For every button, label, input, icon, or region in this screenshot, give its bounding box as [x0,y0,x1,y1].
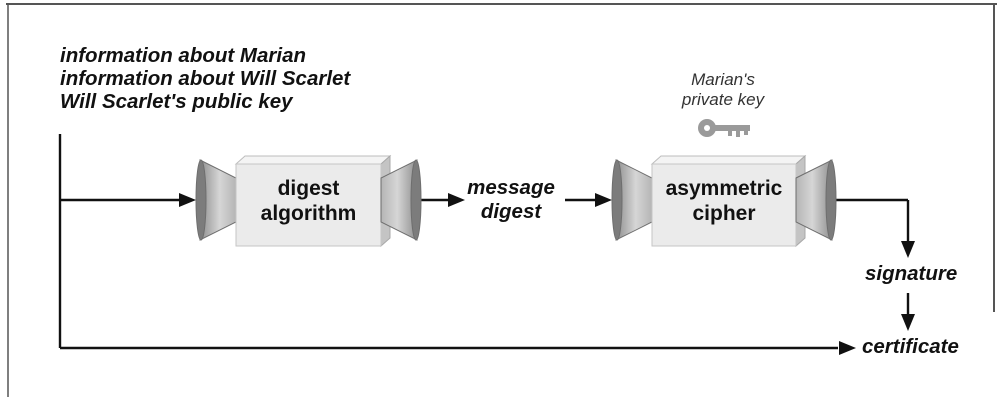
message-digest-label: message digest [455,176,567,224]
connector-lines [58,134,910,350]
input-public-key: Will Scarlet's public key [60,90,293,113]
arrowheads [179,193,915,355]
arrow-to-certificate [839,341,856,355]
digest-label-line1: digest [277,177,340,200]
arrow-to-cipher [595,193,612,207]
cipher-label-line1: asymmetric [665,177,783,200]
input-marian-info: information about Marian [60,44,306,67]
signature-label: signature [865,262,958,285]
private-key-line1: Marian's [691,70,755,89]
message-digest-line1: message [467,176,555,199]
private-key-line2: private key [681,90,765,109]
right-funnel [380,159,418,241]
message-digest-line2: digest [480,200,542,223]
digest-box-face [235,163,382,247]
input-list: information about Marian information abo… [60,44,350,113]
arrow-to-digest [179,193,196,207]
right-funnel [795,159,833,241]
asymmetric-cipher-device [611,154,837,248]
input-will-scarlet-info: information about Will Scarlet [60,67,351,90]
asymmetric-cipher-label: asymmetric cipher [652,176,796,226]
cipher-box-face [651,163,797,247]
digest-algorithm-label: digest algorithm [236,176,381,226]
arrow-to-certificate-down [901,314,915,331]
digest-label-line2: algorithm [260,202,357,225]
digest-algorithm-device [195,154,422,248]
certificate-label: certificate [862,335,959,358]
cipher-label-line2: cipher [692,202,756,225]
private-key-label: Marian's private key [668,70,778,110]
frame [6,3,997,397]
arrow-to-message-digest [448,193,465,207]
arrow-to-signature [901,241,915,258]
key-icon [698,119,750,137]
